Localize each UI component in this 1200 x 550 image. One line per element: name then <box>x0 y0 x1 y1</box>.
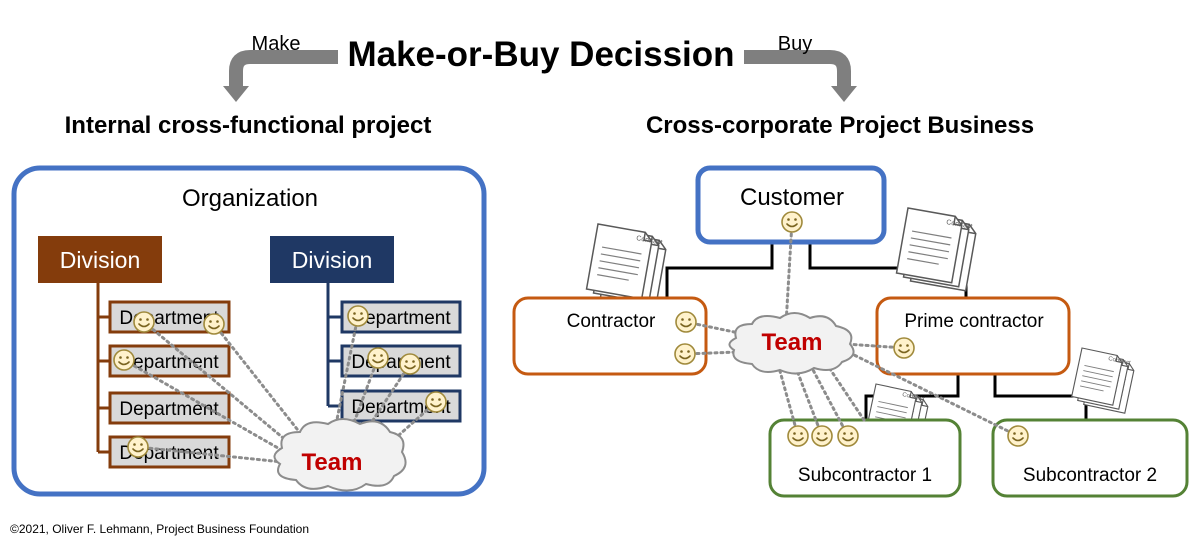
smiley-icon <box>133 311 155 333</box>
contract-document-icon: Contract <box>895 207 978 292</box>
division-left-box <box>38 236 162 283</box>
make-arrowhead <box>223 86 249 102</box>
smiley-icon <box>893 337 915 359</box>
contract-label-1: Contract <box>636 235 663 246</box>
subcontractor-2-label: Subcontractor 2 <box>1023 465 1157 486</box>
contractor-box <box>512 296 708 376</box>
copyright-footer: ©2021, Oliver F. Lehmann, Project Busine… <box>10 522 309 536</box>
department-right-2 <box>340 344 462 378</box>
department-left-2-label: Department <box>119 352 219 373</box>
organization-label: Organization <box>182 185 318 212</box>
prime-contractor-label: Prime contractor <box>904 311 1044 332</box>
division-right-box <box>270 236 394 283</box>
left-heading: Internal cross-functional project <box>65 112 432 139</box>
smiley-icon <box>811 425 833 447</box>
make-label: Make <box>252 33 301 55</box>
smiley-icon <box>399 353 421 375</box>
right-team-cloud <box>728 312 855 375</box>
right-team-label: Team <box>762 329 823 356</box>
contract-document-icon: Contract <box>1071 347 1136 414</box>
right-team-links <box>683 220 1020 438</box>
smiley-icon <box>675 311 697 333</box>
buy-arrowhead <box>831 86 857 102</box>
smiley-icon <box>425 391 447 413</box>
main-title: Make-or-Buy Decission <box>347 35 734 74</box>
division-left-tree-color <box>96 283 110 454</box>
division-left-label: Division <box>60 247 141 273</box>
department-right-1-label: Department <box>351 308 451 329</box>
department-left-3-label: Department <box>119 399 219 420</box>
smiley-icon <box>347 305 369 327</box>
smiley-icon <box>787 425 809 447</box>
subcontractor-2-box <box>991 418 1189 498</box>
smiley-icon <box>127 436 149 458</box>
contractor-label: Contractor <box>567 311 656 332</box>
subcontractor-1-label: Subcontractor 1 <box>798 465 932 486</box>
contract-label-4: Contract <box>1108 356 1132 367</box>
make-arrow <box>229 50 345 88</box>
buy-label: Buy <box>778 33 812 55</box>
prime-contractor-box <box>875 296 1071 376</box>
customer-label: Customer <box>740 184 844 211</box>
smiley-icon <box>674 343 696 365</box>
right-heading: Cross-corporate Project Business <box>646 112 1034 139</box>
smiley-icon <box>1007 425 1029 447</box>
smiley-icon <box>113 349 135 371</box>
contract-document-icon: Contract <box>865 383 930 450</box>
buy-arrow <box>738 50 851 88</box>
contract-document-icon: Contract <box>585 223 668 308</box>
smiley-icon <box>203 313 225 335</box>
left-team-label: Team <box>302 449 363 476</box>
contract-label-2: Contract <box>946 219 973 230</box>
smiley-icon <box>781 211 803 233</box>
left-team-cloud <box>273 418 407 492</box>
smiley-icon <box>837 425 859 447</box>
title-backdrop <box>338 28 744 78</box>
contract-label-3: Contract <box>902 392 926 403</box>
division-right-label: Division <box>292 247 373 273</box>
smiley-icon <box>367 347 389 369</box>
